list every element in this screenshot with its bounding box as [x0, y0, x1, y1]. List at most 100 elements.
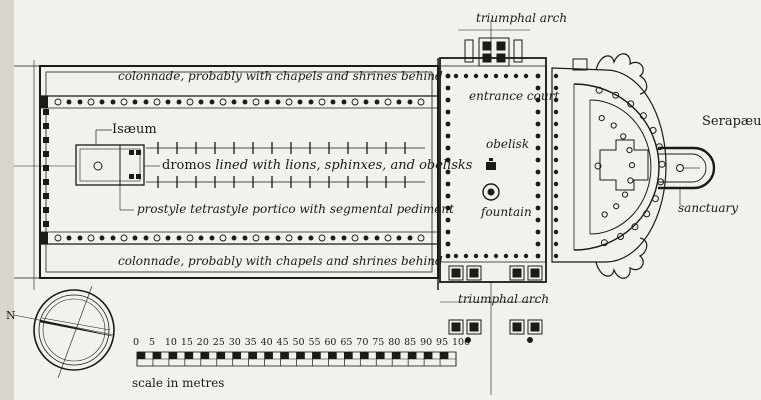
scale-filled-block — [360, 352, 369, 359]
colonnade-column — [87, 234, 95, 242]
court-column — [535, 229, 541, 235]
court-column — [473, 73, 479, 79]
scale-tick-label: 25 — [212, 337, 225, 348]
court-column — [445, 193, 451, 199]
colonnade-column — [176, 99, 182, 105]
colonnade-column — [252, 234, 260, 242]
court-column — [445, 73, 451, 79]
north-colonnade-columns — [54, 98, 425, 106]
court-column — [553, 157, 559, 163]
colonnade-column — [384, 98, 392, 106]
scale-filled-block — [184, 352, 193, 359]
colonnade-column — [143, 235, 149, 241]
compass-rose — [13, 285, 115, 379]
colonnade-column — [285, 234, 293, 242]
apse-column — [651, 195, 659, 203]
colonnade-column — [143, 99, 149, 105]
arch-pier-outline — [509, 265, 525, 281]
court-column — [445, 145, 451, 151]
scale-filled-block — [200, 352, 209, 359]
colonnade-column — [252, 98, 260, 106]
colonnade-top-label: colonnade, probably with chapels and shr… — [118, 69, 443, 83]
court-column — [553, 145, 559, 151]
court-columns — [445, 73, 559, 259]
court-column — [463, 253, 469, 259]
scale-tick-label: 60 — [324, 337, 337, 348]
arch-pier — [530, 322, 540, 332]
arch-column — [465, 337, 471, 343]
court-column — [535, 109, 541, 115]
colonnade-column — [351, 234, 359, 242]
scale-tick-label: 80 — [388, 337, 401, 348]
colonnade-column — [351, 98, 359, 106]
court-column — [445, 217, 451, 223]
colonnade-column — [176, 235, 182, 241]
apse-column — [617, 233, 624, 240]
arch-pier — [469, 268, 479, 278]
scale-caption: scale in metres — [132, 376, 225, 390]
colonnade-column — [54, 98, 62, 106]
colonnade-column — [318, 234, 326, 242]
colonnade-column — [308, 99, 314, 105]
colonnade-column — [209, 99, 215, 105]
scale-tick-label: 20 — [196, 337, 209, 348]
court-column — [503, 253, 509, 259]
apse-inner-column — [628, 162, 636, 169]
court-column — [535, 157, 541, 163]
colonnade-column — [275, 99, 281, 105]
scale-filled-block — [137, 352, 145, 359]
apse-inner-column — [610, 122, 617, 129]
colonnade-column — [99, 235, 105, 241]
colonnade-column — [132, 235, 138, 241]
scale-filled-block — [328, 352, 337, 359]
court-column — [553, 85, 559, 91]
entrance-court — [439, 57, 547, 283]
court-column — [445, 241, 451, 247]
colonnade-column — [285, 98, 293, 106]
scale-filled-block — [408, 352, 417, 359]
apse-column — [658, 160, 666, 168]
apse-inner-column — [598, 115, 605, 122]
wall-pier — [43, 137, 49, 143]
corner-pier — [40, 96, 48, 108]
iseum-label: Isæum — [112, 122, 157, 137]
colonnade-column — [66, 235, 72, 241]
colonnade-column — [66, 99, 72, 105]
wall-pier — [43, 151, 49, 157]
colonnade-column — [77, 99, 83, 105]
colonnade-column — [396, 99, 402, 105]
scale-tick-label: 50 — [292, 337, 305, 348]
dromos-word: dromos — [162, 158, 212, 173]
scale-filled-block — [168, 352, 177, 359]
dromos-avenue — [146, 147, 425, 183]
colonnade-column — [165, 99, 171, 105]
entrance-court-label: entrance court — [469, 89, 560, 103]
court-column — [483, 73, 489, 79]
colonnade-column — [318, 98, 326, 106]
corner-pier — [40, 232, 48, 244]
court-column — [445, 85, 451, 91]
court-column — [445, 181, 451, 187]
sanctuary-label: sanctuary — [678, 201, 738, 215]
colonnade-column — [219, 98, 227, 106]
arch-pier — [451, 322, 461, 332]
colonnade-column — [231, 99, 237, 105]
dromos-label: dromos lined with lions, sphinxes, and o… — [162, 159, 472, 172]
scale-tick-label: 40 — [260, 337, 273, 348]
triumphal-arch-bottom-label: triumphal arch — [458, 292, 550, 306]
scale-tick-label: 15 — [180, 337, 193, 348]
colonnade-column — [165, 235, 171, 241]
colonnade-column — [330, 99, 336, 105]
fountain-marker — [482, 183, 500, 201]
wall-pier — [43, 193, 49, 199]
obelisk-label: obelisk — [486, 137, 530, 151]
wall-pier — [43, 179, 49, 185]
isaeum-temple — [75, 129, 145, 186]
colonnade-column — [110, 99, 116, 105]
court-column — [553, 205, 559, 211]
west-wall-columns — [40, 96, 49, 244]
scale-tick-label: 100 — [452, 337, 471, 348]
scale-filled-block — [216, 352, 225, 359]
colonnade-bottom-label: colonnade, probably with chapels and shr… — [118, 254, 443, 268]
fountain-label: fountain — [481, 205, 532, 219]
